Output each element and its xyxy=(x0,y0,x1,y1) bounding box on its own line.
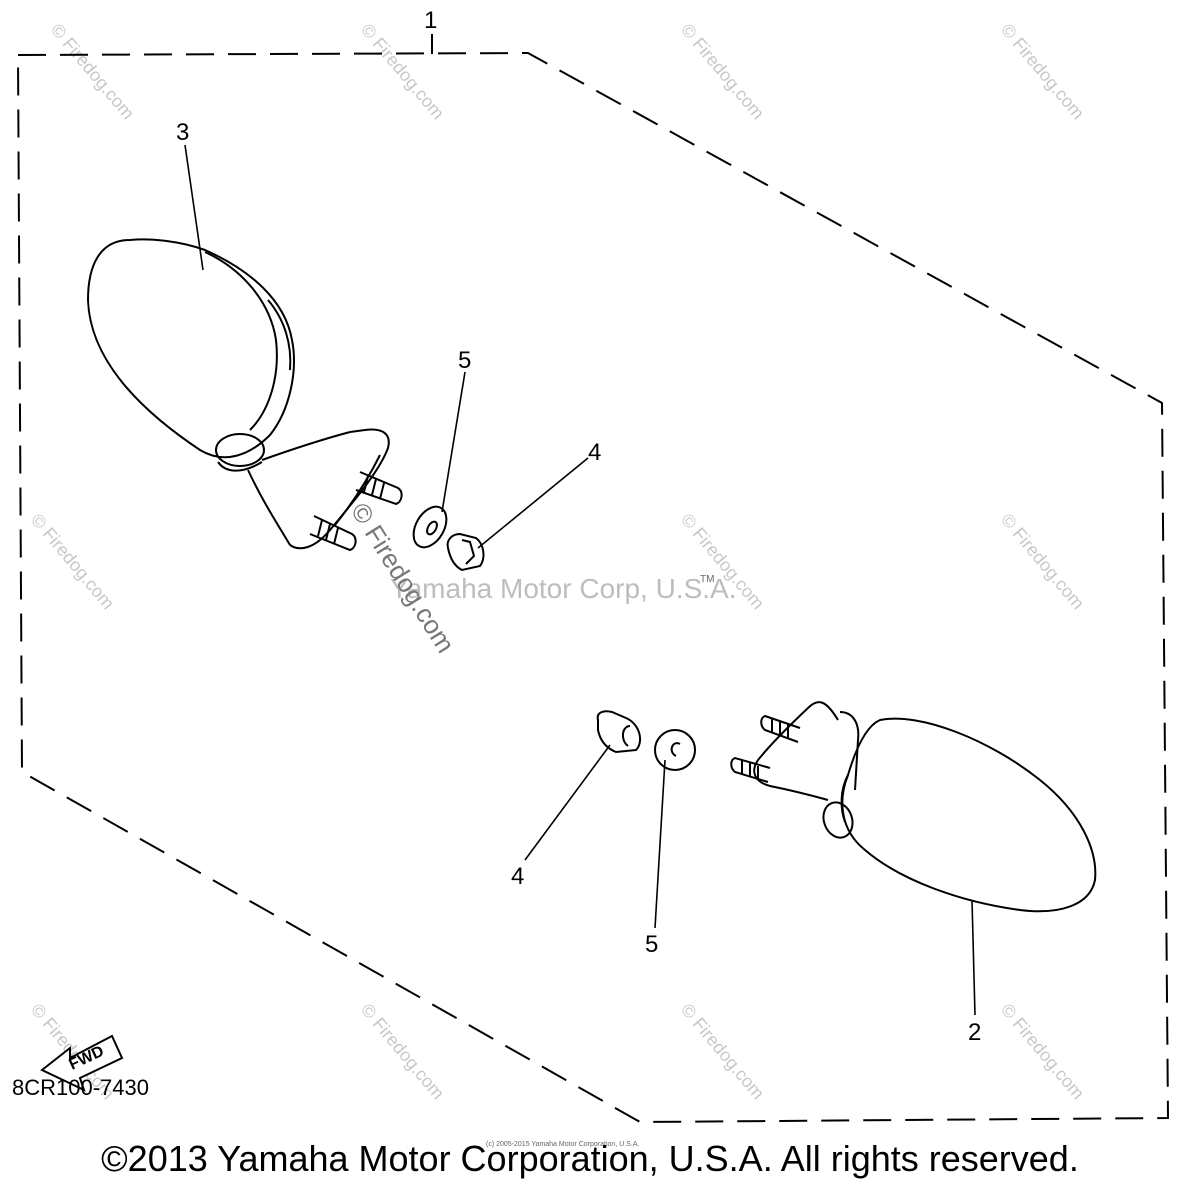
trademark-mark: TM xyxy=(700,574,714,585)
figure-code: 8CR100-7430 xyxy=(12,1075,149,1100)
callout-1: 1 xyxy=(424,7,437,34)
watermark: © Firedog.com xyxy=(357,1000,448,1103)
callout-4-left: 4 xyxy=(588,439,601,466)
watermark: © Firedog.com xyxy=(357,20,448,123)
tiny-copyright-notice: (c) 2005-2015 Yamaha Motor Corporation, … xyxy=(486,1141,639,1148)
watermark-grid: © Firedog.com © Firedog.com © Firedog.co… xyxy=(27,20,1088,1103)
fwd-arrow-icon: FWD xyxy=(40,1034,124,1092)
callout-5-right: 5 xyxy=(645,931,658,958)
right-washer xyxy=(654,729,696,771)
callout-5-left: 5 xyxy=(458,347,471,374)
watermark: © Firedog.com xyxy=(997,510,1088,613)
leader-lines xyxy=(184,144,976,1016)
watermark: © Firedog.com xyxy=(677,20,768,123)
center-watermark-brand: Yamaha Motor Corp, U.S.A. xyxy=(390,573,737,604)
watermark: © Firedog.com xyxy=(997,20,1088,123)
copyright-text: ©2013 Yamaha Motor Corporation, U.S.A. A… xyxy=(101,1138,1079,1179)
right-nut xyxy=(596,710,642,754)
callout-4-right: 4 xyxy=(511,863,524,890)
callout-3: 3 xyxy=(176,119,189,146)
watermark: © Firedog.com xyxy=(997,1000,1088,1103)
left-washer xyxy=(412,505,448,549)
watermark: © Firedog.com xyxy=(677,1000,768,1103)
callout-2: 2 xyxy=(968,1019,981,1046)
right-mirror xyxy=(730,701,1097,913)
kit-boundary xyxy=(16,51,1170,1124)
watermark: © Firedog.com xyxy=(27,510,118,613)
left-mirror xyxy=(86,238,403,552)
watermark: © Firedog.com xyxy=(47,20,138,123)
left-nut xyxy=(446,532,485,572)
